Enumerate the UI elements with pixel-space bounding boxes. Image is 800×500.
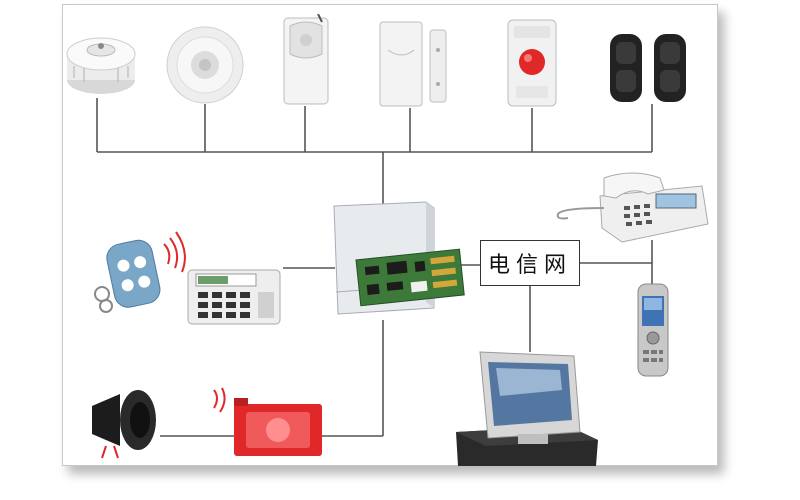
smoke-detector-icon — [66, 37, 136, 94]
infrared-beam-detector-icon — [610, 34, 686, 102]
door-magnetic-contact-icon — [379, 21, 447, 107]
panic-button-icon — [507, 19, 557, 107]
alarm-control-panel-icon — [333, 201, 465, 315]
strobe-alarm-icon — [213, 387, 322, 456]
remote-control-icon — [94, 231, 186, 313]
mobile-phone-icon — [637, 283, 669, 377]
siren-speaker-icon — [92, 390, 156, 459]
telecom-network-label: 电信网 — [480, 240, 580, 286]
monitor-computer-icon — [456, 351, 598, 466]
desk-telephone-icon — [556, 172, 709, 243]
keypad-icon — [187, 269, 281, 325]
ceiling-pir-detector-icon — [166, 26, 244, 104]
wall-pir-detector-icon — [283, 14, 329, 105]
